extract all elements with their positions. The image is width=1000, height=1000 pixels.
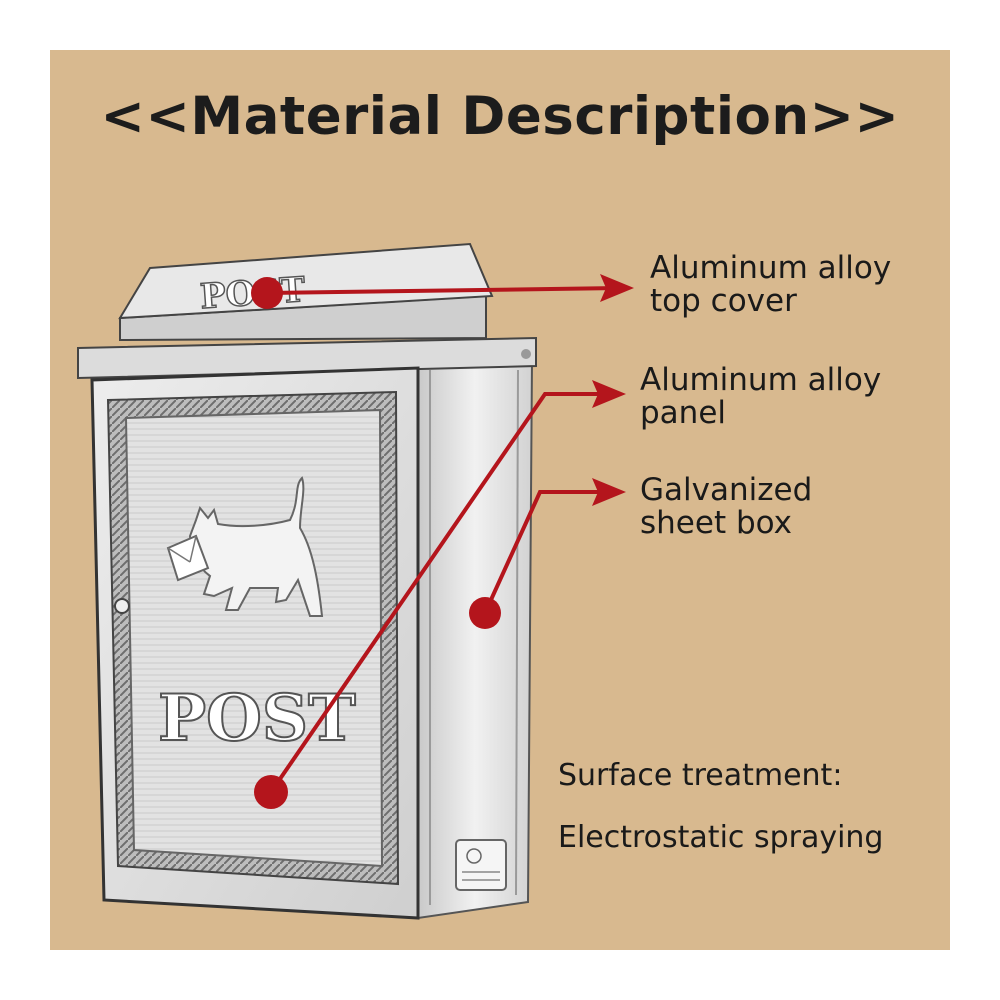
surface-treatment-heading: Surface treatment: [558, 758, 843, 793]
callout-label-box: Galvanized sheet box [640, 474, 812, 540]
callout-dots [251, 277, 501, 809]
page-title: <<Material Description>> [100, 86, 900, 147]
arrow-head-top-cover [600, 274, 634, 302]
callout-line-panel [269, 392, 612, 794]
arrow-head-box [592, 478, 626, 506]
arrow-head-panel [592, 380, 626, 408]
mailbox-top-cover: POST [77, 242, 537, 380]
marker-dot-panel [254, 775, 288, 809]
lock-icon [114, 598, 130, 614]
callout-label-line: Aluminum alloy [650, 250, 892, 286]
callout-label-line: sheet box [640, 505, 792, 541]
callout-line-box [483, 490, 612, 614]
callout-label-panel: Aluminum alloy panel [640, 364, 881, 430]
marker-dot-top-cover [251, 277, 283, 309]
callout-lines [266, 274, 634, 794]
cat-with-letter-icon [166, 476, 324, 617]
callout-label-top-cover: Aluminum alloy top cover [650, 252, 891, 318]
callout-label-line: top cover [650, 283, 797, 319]
marker-dot-box [469, 597, 501, 629]
callout-label-line: panel [640, 395, 727, 431]
front-post-text: POST [158, 681, 356, 756]
surface-treatment-value: Electrostatic spraying [558, 820, 884, 855]
callout-label-line: Galvanized [640, 472, 813, 508]
mailbox-side [417, 359, 534, 920]
callout-label-line: Aluminum alloy [640, 362, 882, 398]
callout-line-top-cover [266, 286, 621, 295]
mailbox-front-door: POST [90, 366, 420, 920]
